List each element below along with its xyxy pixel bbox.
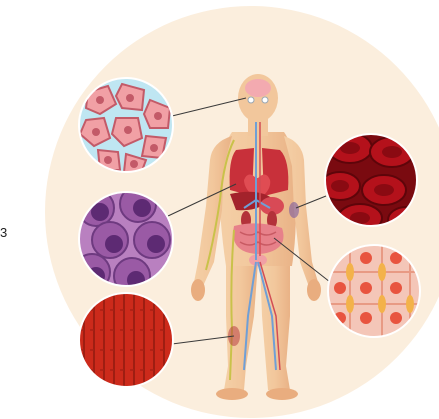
right-eye <box>262 97 268 103</box>
edge-glyph: 3 <box>0 226 7 239</box>
forearm-marker <box>289 202 299 218</box>
right-foot <box>266 388 298 400</box>
right-hand <box>307 279 321 301</box>
brain <box>245 79 271 97</box>
smooth-muscle-panel <box>328 245 420 338</box>
left-foot <box>216 388 248 400</box>
left-hand <box>191 279 205 301</box>
left-eye <box>248 97 254 103</box>
